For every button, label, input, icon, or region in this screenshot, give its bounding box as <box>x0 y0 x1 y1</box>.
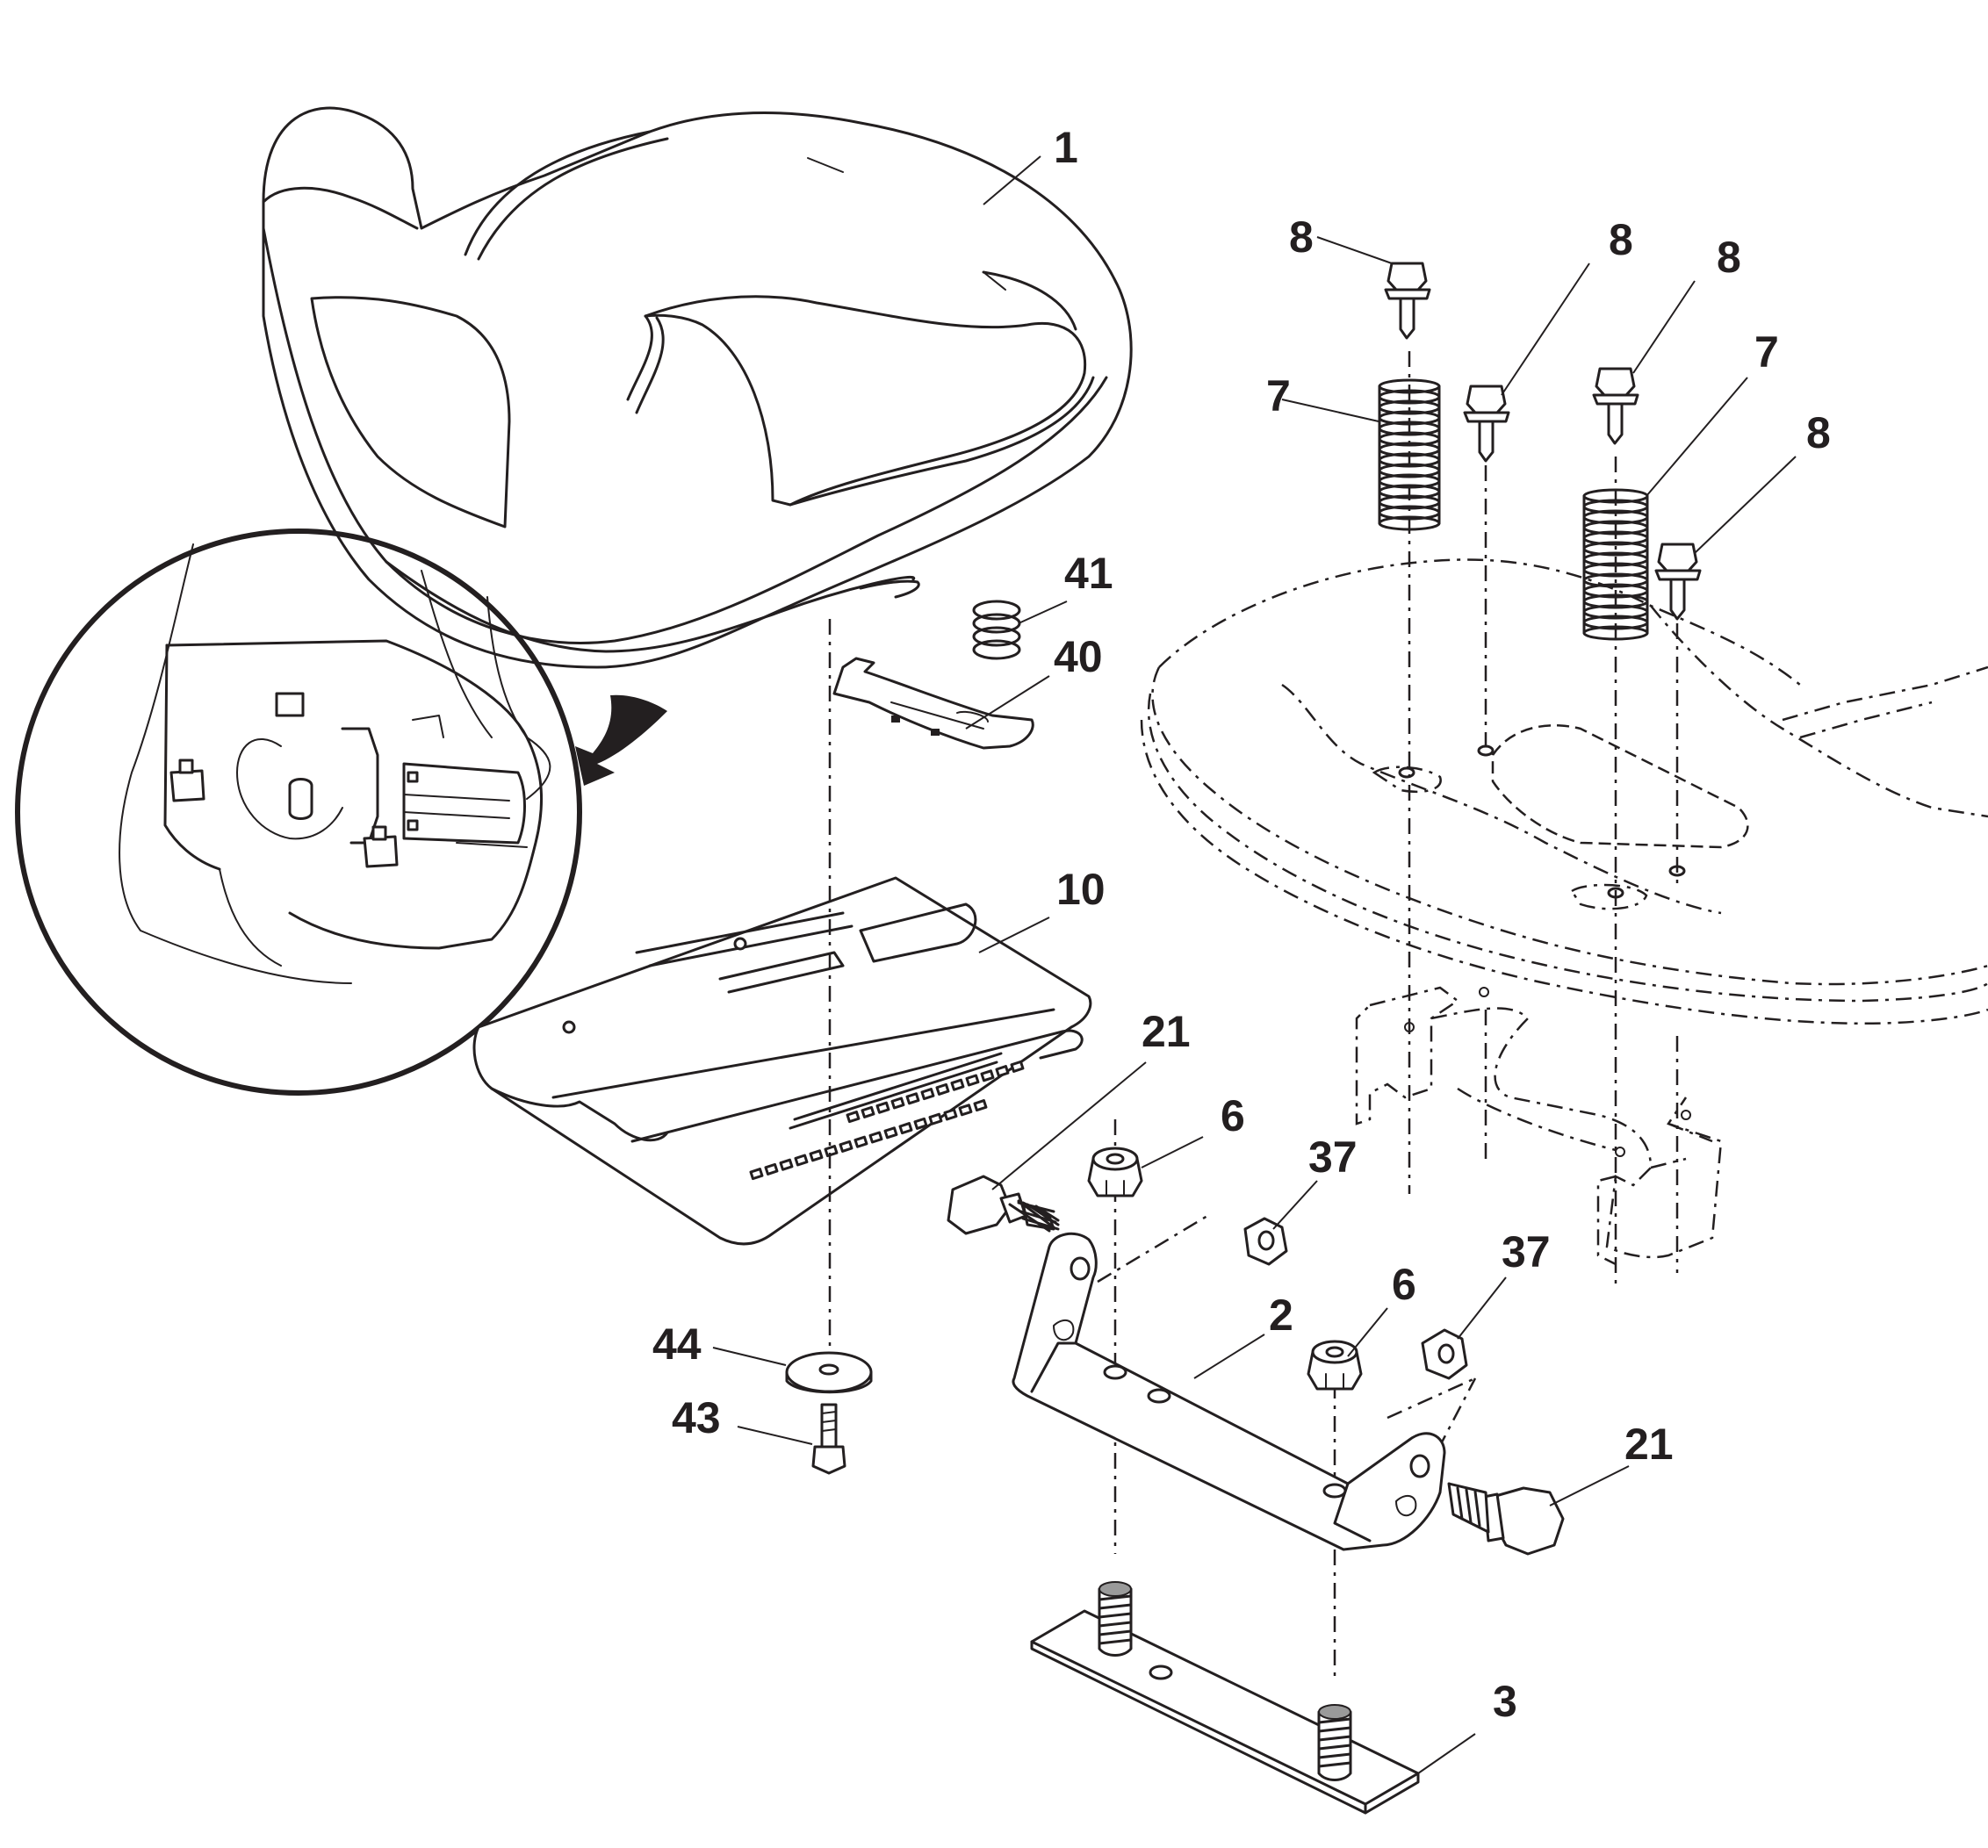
part-3-plate <box>1030 1581 1420 1815</box>
part-37-nut-upper <box>1243 1217 1288 1266</box>
callout-labels: 1 8 8 8 8 7 7 41 40 10 21 6 37 2 6 37 21… <box>652 123 1831 1726</box>
callout-44: 44 <box>652 1319 702 1369</box>
callout-43: 43 <box>672 1393 721 1442</box>
callout-21: 21 <box>1624 1420 1674 1469</box>
pan-slot <box>965 1074 980 1087</box>
part-43-bolt <box>811 1403 846 1475</box>
callout-8: 8 <box>1609 215 1633 264</box>
pan-slot <box>913 1117 928 1130</box>
part-41-spring <box>972 600 1021 660</box>
detail-view-latch <box>15 529 667 1096</box>
part-6-nut-lower <box>1307 1340 1363 1391</box>
callout-40: 40 <box>1054 632 1103 681</box>
stud-right <box>1317 1704 1352 1781</box>
part-21-bolt-right <box>1447 1482 1565 1556</box>
pan-slot <box>905 1092 920 1105</box>
part-40-latch <box>832 657 1034 750</box>
bolt-8a <box>1384 262 1431 340</box>
callout-10: 10 <box>1056 865 1106 914</box>
callout-21: 21 <box>1142 1007 1191 1056</box>
bolt-8b <box>1463 385 1510 463</box>
bolt-8c <box>1592 367 1639 445</box>
pan-slot <box>794 1154 809 1167</box>
seat <box>262 106 1133 669</box>
pan-slot <box>1010 1060 1025 1073</box>
callout-7: 7 <box>1266 371 1291 421</box>
pan-slot <box>958 1104 973 1117</box>
pan-slot <box>749 1168 764 1181</box>
callout-2: 2 <box>1269 1291 1293 1340</box>
pan-slot <box>809 1149 824 1162</box>
pan-slot <box>854 1135 868 1148</box>
pan-slot <box>928 1112 943 1125</box>
callout-1: 1 <box>1054 123 1078 172</box>
pan-slot <box>839 1140 854 1153</box>
callout-3: 3 <box>1493 1677 1517 1726</box>
pan-slot <box>980 1069 995 1082</box>
part-10-seat-pan <box>472 876 1092 1246</box>
pan-slot <box>883 1126 898 1140</box>
callout-37: 37 <box>1502 1227 1551 1276</box>
callout-37: 37 <box>1308 1133 1358 1182</box>
pan-slot <box>935 1082 950 1096</box>
pan-slot <box>973 1099 988 1112</box>
bolt-8d <box>1654 543 1702 621</box>
stud-left <box>1098 1581 1133 1657</box>
callout-7: 7 <box>1754 327 1779 377</box>
pan-slot <box>764 1162 779 1176</box>
callout-8: 8 <box>1289 212 1314 262</box>
fender-outline <box>1140 558 1988 1025</box>
pan-slot <box>898 1122 913 1135</box>
pan-slot <box>943 1108 958 1121</box>
callout-8: 8 <box>1717 233 1741 282</box>
spring-side <box>1378 385 1441 525</box>
pan-slot <box>995 1065 1010 1078</box>
part-21-bolt-left <box>947 1175 1060 1235</box>
pan-slot <box>920 1088 935 1101</box>
leader-lines <box>712 155 1797 1774</box>
pan-slot <box>868 1131 883 1144</box>
pan-slot <box>861 1105 875 1118</box>
callout-41: 41 <box>1064 549 1113 598</box>
pan-slot <box>846 1111 861 1124</box>
callout-6: 6 <box>1221 1091 1245 1140</box>
pan-slot <box>890 1097 905 1110</box>
part-37-nut-lower <box>1421 1328 1468 1380</box>
callout-6: 6 <box>1392 1260 1416 1309</box>
spring-side <box>1582 494 1649 635</box>
pan-slot <box>824 1145 839 1158</box>
pan-slot <box>950 1078 965 1091</box>
pan-slot <box>779 1158 794 1171</box>
frame-bracket-outline <box>1355 986 1723 1266</box>
part-6-nut-upper <box>1087 1147 1143 1197</box>
part-44-washer <box>785 1351 873 1394</box>
callout-8: 8 <box>1806 408 1831 457</box>
fender-holes <box>1398 744 1686 899</box>
pan-slots <box>749 1060 1025 1181</box>
pan-slot <box>875 1101 890 1114</box>
part-2-bracket <box>1012 1232 1446 1551</box>
assembly-lines <box>828 351 1679 1677</box>
